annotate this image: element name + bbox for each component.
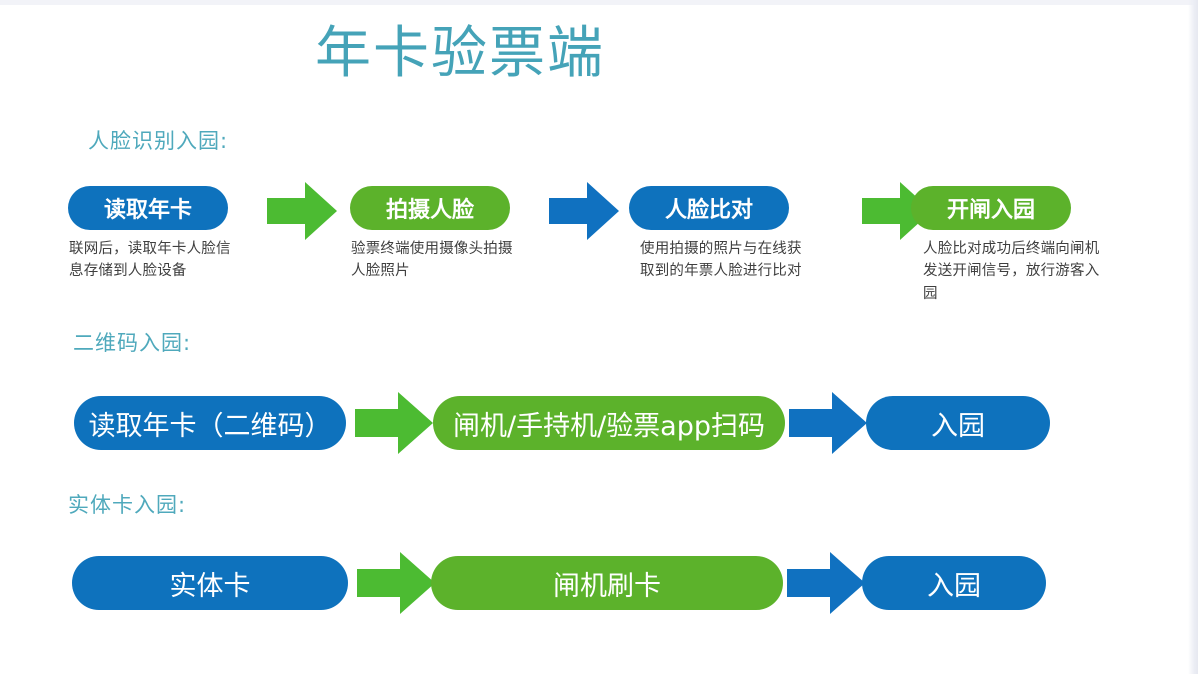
arrow-right-green-icon-4 xyxy=(357,552,435,614)
step-gate-swipe-card[interactable]: 闸机刷卡 xyxy=(431,556,783,610)
step-physical-card[interactable]: 实体卡 xyxy=(72,556,348,610)
step-gate-handheld-app-scan[interactable]: 闸机/手持机/验票app扫码 xyxy=(433,396,785,450)
step-desc-capture-face: 验票终端使用摄像头拍摄人脸照片 xyxy=(351,241,513,280)
step-desc-open-gate-enter: 人脸比对成功后终端向闸机发送开闸信号，放行游客入园 xyxy=(923,241,1100,302)
step-read-annual-card-qr[interactable]: 读取年卡（二维码） xyxy=(74,396,346,450)
step-capture-face[interactable]: 拍摄人脸 xyxy=(350,186,510,230)
arrow-right-blue-icon-3 xyxy=(787,552,865,614)
step-desc-read-annual-card: 联网后，读取年卡人脸信息存储到人脸设备 xyxy=(69,241,231,280)
arrow-right-blue-icon-2 xyxy=(789,392,867,454)
step-desc-face-compare: 使用拍摄的照片与在线获取到的年票人脸进行比对 xyxy=(640,241,802,280)
arrow-right-green-icon-1 xyxy=(267,182,337,240)
arrow-right-green-icon-3 xyxy=(355,392,433,454)
section-label-qr-code: 二维码入园: xyxy=(73,331,192,355)
step-face-compare[interactable]: 人脸比对 xyxy=(629,186,789,230)
step-open-gate-enter[interactable]: 开闸入园 xyxy=(911,186,1071,230)
arrow-right-blue-icon-1 xyxy=(549,182,619,240)
step-read-annual-card[interactable]: 读取年卡 xyxy=(68,186,228,230)
step-enter-park-card[interactable]: 入园 xyxy=(862,556,1046,610)
section-label-face-recognition: 人脸识别入园: xyxy=(88,129,229,153)
step-enter-park-qr[interactable]: 入园 xyxy=(866,396,1050,450)
page-title: 年卡验票端 xyxy=(315,21,605,86)
section-label-physical-card: 实体卡入园: xyxy=(68,493,187,517)
